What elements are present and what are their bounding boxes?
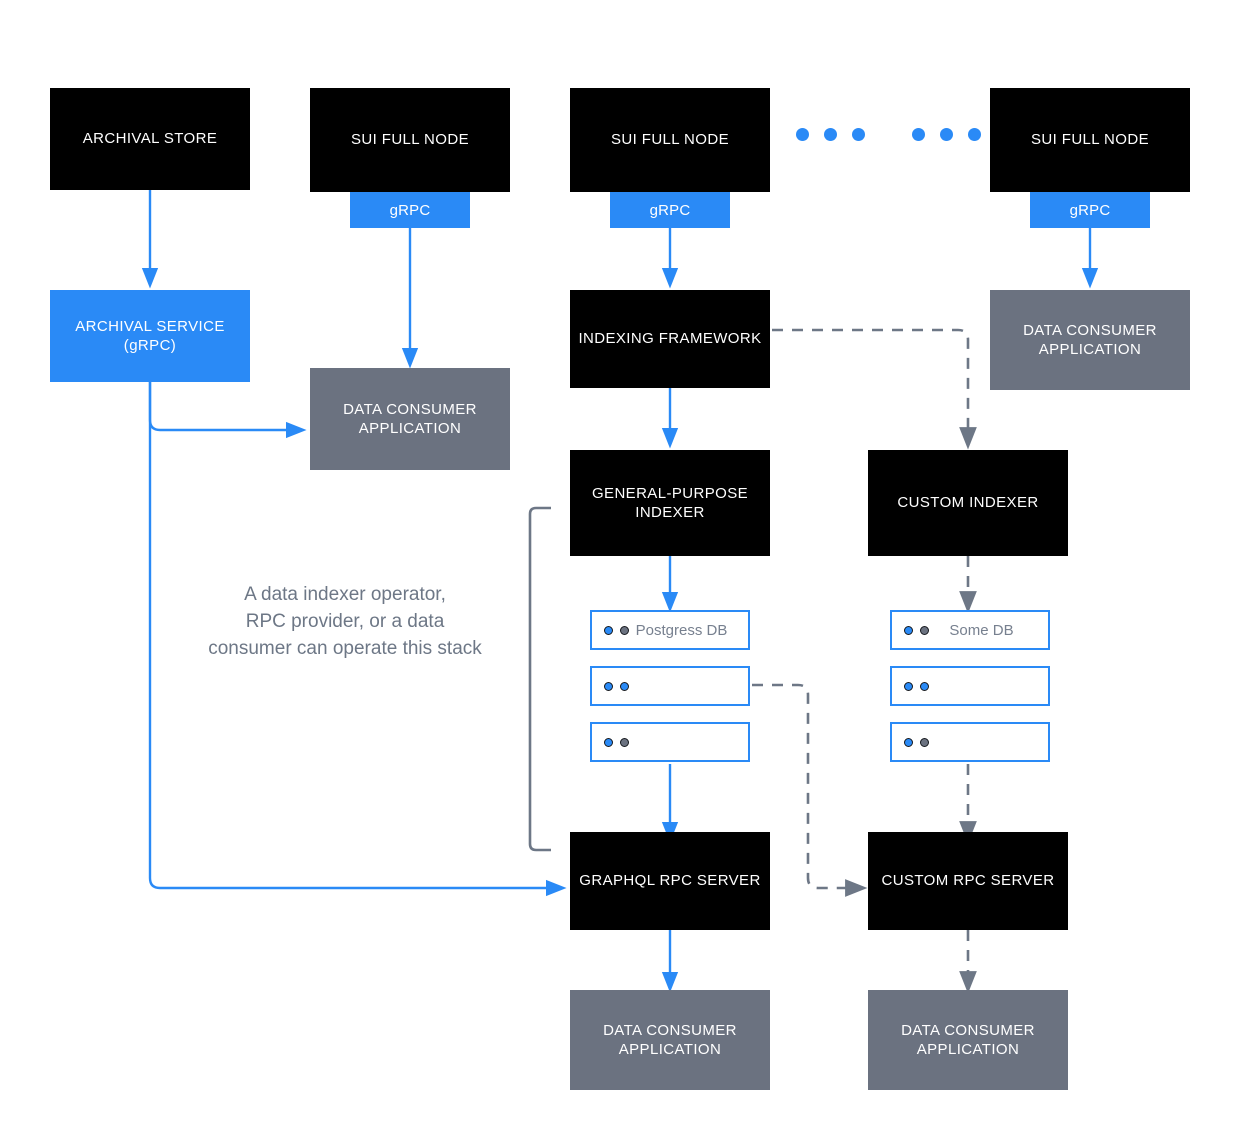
node-custom-rpc-server-label: CUSTOM RPC SERVER	[881, 872, 1055, 890]
ellipsis-dot	[968, 128, 981, 141]
node-data-consumer-right-top[interactable]: DATA CONSUMER APPLICATION	[990, 290, 1190, 390]
db-dot-gray-icon	[620, 737, 629, 747]
db-dot-blue-icon	[604, 737, 613, 747]
db-box-some-db-label: Some DB	[949, 621, 1014, 639]
badge-grpc-1[interactable]: gRPC	[350, 192, 470, 228]
stack-annotation-line1: A data indexer operator,	[244, 584, 446, 605]
badge-grpc-1-label: gRPC	[389, 201, 431, 219]
badge-grpc-3[interactable]: gRPC	[1030, 192, 1150, 228]
db-box-left-3[interactable]	[590, 722, 750, 762]
node-data-consumer-bottom-left-line1: DATA CONSUMER	[603, 1021, 737, 1039]
db-status-dots	[604, 681, 629, 691]
ellipsis-dot	[852, 128, 865, 141]
badge-grpc-2[interactable]: gRPC	[610, 192, 730, 228]
node-sui-full-node-3[interactable]: SUI FULL NODE	[990, 88, 1190, 192]
node-custom-indexer-label: CUSTOM INDEXER	[897, 494, 1039, 512]
db-status-dots	[904, 681, 929, 691]
node-data-consumer-bottom-right-line1: DATA CONSUMER	[901, 1021, 1035, 1039]
edge-indexing-framework-to-custom-indexer	[772, 328, 977, 450]
node-data-consumer-left-line2: APPLICATION	[358, 420, 462, 437]
node-custom-rpc-server[interactable]: CUSTOM RPC SERVER	[868, 832, 1068, 930]
db-dot-gray-icon	[920, 625, 929, 635]
node-archival-store[interactable]: ARCHIVAL STORE	[50, 88, 250, 190]
node-sui-full-node-2[interactable]: SUI FULL NODE	[570, 88, 770, 192]
node-sui-full-node-1-label: SUI FULL NODE	[350, 131, 469, 149]
db-status-dots	[904, 625, 929, 635]
node-general-purpose-indexer[interactable]: GENERAL-PURPOSE INDEXER	[570, 450, 770, 556]
ellipsis-group-1	[796, 128, 865, 141]
db-dot-blue-icon	[904, 625, 913, 635]
node-data-consumer-bottom-left[interactable]: DATA CONSUMER APPLICATION	[570, 990, 770, 1090]
db-status-dots	[604, 737, 629, 747]
node-custom-indexer[interactable]: CUSTOM INDEXER	[868, 450, 1068, 556]
ellipsis-dot	[912, 128, 925, 141]
node-sui-full-node-1[interactable]: SUI FULL NODE	[310, 88, 510, 192]
ellipsis-group-2	[912, 128, 981, 141]
node-data-consumer-left-line1: DATA CONSUMER	[343, 400, 477, 418]
ellipsis-dot	[796, 128, 809, 141]
node-indexing-framework-label: INDEXING FRAMEWORK	[578, 330, 762, 348]
node-archival-service[interactable]: ARCHIVAL SERVICE (gRPC)	[50, 290, 250, 382]
node-archival-service-line2: (gRPC)	[123, 337, 177, 354]
node-graphql-rpc-server[interactable]: GRAPHQL RPC SERVER	[570, 832, 770, 930]
node-archival-store-label: ARCHIVAL STORE	[82, 130, 218, 148]
badge-grpc-3-label: gRPC	[1069, 201, 1111, 219]
node-sui-full-node-2-label: SUI FULL NODE	[610, 131, 729, 149]
db-dot-gray-icon	[920, 737, 929, 747]
edge-archival-service-to-data-consumer-left	[148, 382, 307, 439]
db-status-dots	[604, 625, 629, 635]
stack-bracket	[528, 506, 551, 852]
db-box-right-3[interactable]	[890, 722, 1050, 762]
node-archival-service-line1: ARCHIVAL SERVICE	[75, 317, 225, 335]
ellipsis-dot	[824, 128, 837, 141]
db-box-postgress[interactable]: Postgress DB	[590, 610, 750, 650]
node-data-consumer-right-top-line1: DATA CONSUMER	[1023, 321, 1157, 339]
node-data-consumer-bottom-right-line2: APPLICATION	[916, 1041, 1020, 1058]
db-dot-blue-icon	[920, 681, 929, 691]
badge-grpc-2-label: gRPC	[649, 201, 691, 219]
node-general-purpose-indexer-line2: INDEXER	[635, 504, 705, 521]
node-sui-full-node-3-label: SUI FULL NODE	[1030, 131, 1149, 149]
ellipsis-dot	[940, 128, 953, 141]
db-box-some-db[interactable]: Some DB	[890, 610, 1050, 650]
db-box-left-2[interactable]	[590, 666, 750, 706]
node-indexing-framework[interactable]: INDEXING FRAMEWORK	[570, 290, 770, 388]
node-general-purpose-indexer-line1: GENERAL-PURPOSE	[591, 484, 749, 502]
db-dot-blue-icon	[604, 625, 613, 635]
node-data-consumer-right-top-line2: APPLICATION	[1038, 341, 1142, 358]
db-dot-gray-icon	[620, 625, 629, 635]
db-box-postgress-label: Postgress DB	[635, 621, 728, 639]
stack-annotation: A data indexer operator, RPC provider, o…	[180, 582, 510, 663]
db-dot-blue-icon	[904, 737, 913, 747]
node-data-consumer-bottom-left-line2: APPLICATION	[618, 1041, 722, 1058]
stack-annotation-line3: consumer can operate this stack	[208, 637, 482, 659]
db-dot-blue-icon	[620, 681, 629, 691]
stack-annotation-line2: RPC provider, or a data	[245, 610, 445, 632]
node-data-consumer-bottom-right[interactable]: DATA CONSUMER APPLICATION	[868, 990, 1068, 1090]
db-dot-blue-icon	[904, 681, 913, 691]
db-status-dots	[904, 737, 929, 747]
node-data-consumer-left[interactable]: DATA CONSUMER APPLICATION	[310, 368, 510, 470]
db-box-right-2[interactable]	[890, 666, 1050, 706]
db-dot-blue-icon	[604, 681, 613, 691]
node-graphql-rpc-server-label: GRAPHQL RPC SERVER	[579, 872, 761, 890]
